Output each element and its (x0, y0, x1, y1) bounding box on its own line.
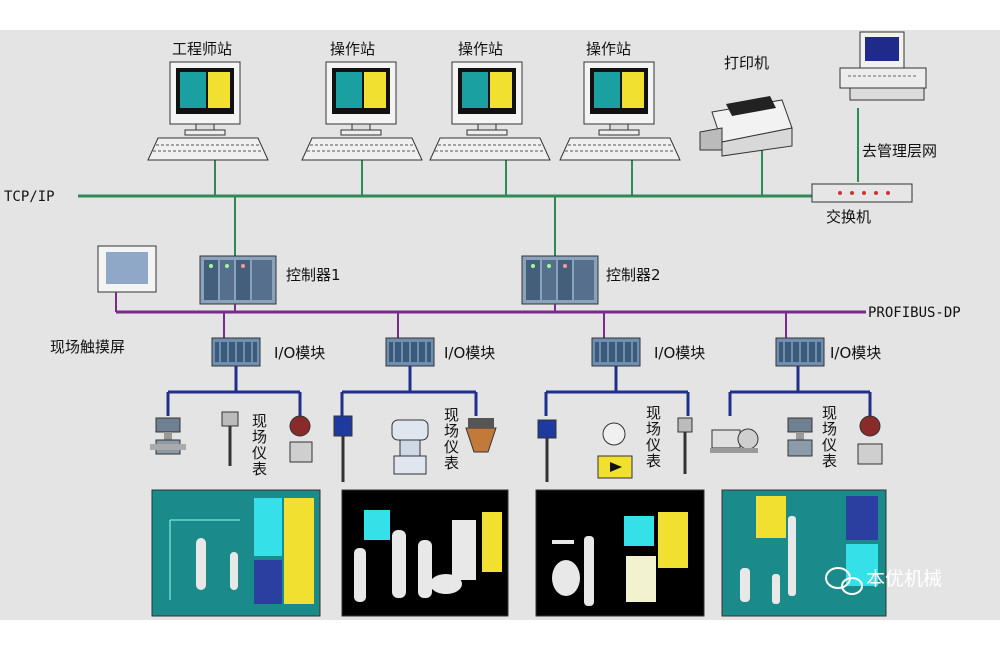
level-transmitter-icon (537, 419, 557, 482)
io-module-1: I/O模块 (211, 337, 325, 367)
operator-station-1-label: 操作站 (330, 40, 375, 58)
network-switch: 交换机 (811, 183, 913, 226)
keyboard-icon (559, 137, 681, 161)
field-instrument-label-2d: 表 (444, 454, 459, 472)
operator-station-3-label: 操作站 (586, 40, 631, 58)
plc-controller-icon (521, 255, 599, 305)
field-instrument-label-3a: 现 (646, 404, 661, 422)
io-module-icon (591, 337, 641, 367)
flowmeter-icon (597, 422, 633, 479)
keyboard-icon (429, 137, 551, 161)
field-instrument-label-1a: 现 (252, 412, 267, 430)
io-module-icon (775, 337, 825, 367)
wechat-icon (825, 567, 863, 595)
level-transmitter-icon (333, 415, 353, 482)
controller-1-label: 控制器1 (286, 266, 341, 284)
io-field-wiring (166, 366, 872, 416)
field-instrument-label-1d: 表 (252, 460, 267, 478)
controller-2: 控制器2 (521, 255, 661, 305)
field-instrument-label-3d: 表 (646, 452, 661, 470)
engineering-station: 工程师站 (147, 40, 269, 161)
workstation-icon (583, 61, 655, 136)
workstation-icon (325, 61, 397, 136)
field-instrument-label-4d: 表 (822, 452, 837, 470)
field-instruments-3: 现 场 仪 表 (537, 404, 693, 482)
field-instrument-label-4c: 仪 (822, 436, 837, 454)
flowmeter-icon (391, 419, 429, 475)
flowmeter-icon (857, 415, 883, 465)
hmi-screenshot-2 (341, 489, 509, 617)
field-instrument-label-3b: 场 (646, 420, 661, 438)
printer-label: 打印机 (724, 54, 769, 72)
field-instrument-label-2c: 仪 (444, 438, 459, 456)
controller-1: 控制器1 (199, 255, 341, 305)
hmi-screenshot-1 (151, 489, 321, 617)
field-instruments-1: 现 场 仪 表 (150, 411, 313, 478)
switch-label: 交换机 (826, 208, 871, 226)
keyboard-icon (301, 137, 423, 161)
workstation-icon (169, 61, 241, 136)
printer: 打印机 (699, 54, 793, 157)
operator-station-1: 操作站 (301, 40, 423, 161)
hmi-screenshot-4 (721, 489, 887, 617)
field-instrument-label-4a: 现 (822, 404, 837, 422)
server-icon (839, 31, 927, 101)
io-module-2-label: I/O模块 (444, 344, 495, 362)
operator-station-2: 操作站 (429, 40, 551, 161)
operator-station-2-label: 操作站 (458, 40, 503, 58)
control-valve-icon (150, 417, 186, 455)
pump-icon (710, 428, 759, 453)
io-module-3-label: I/O模块 (654, 344, 705, 362)
actuator-icon (465, 418, 497, 453)
plc-controller-icon (199, 255, 277, 305)
io-module-2: I/O模块 (385, 337, 495, 367)
touch-panel-icon (97, 245, 157, 293)
operator-station-3: 操作站 (559, 40, 681, 161)
mgmt-network-label: 去管理层网 (862, 142, 937, 160)
flowmeter-icon (289, 415, 313, 463)
engineering-station-label: 工程师站 (172, 40, 232, 58)
watermark: 本优机械 (825, 567, 942, 595)
watermark-text: 本优机械 (866, 568, 942, 590)
io-module-3: I/O模块 (591, 337, 705, 367)
field-instrument-label-1b: 场 (252, 428, 267, 446)
tcp-ip-label: TCP/IP (4, 189, 55, 205)
controller-2-label: 控制器2 (606, 266, 661, 284)
temperature-sensor-icon (677, 417, 693, 474)
io-module-1-label: I/O模块 (274, 344, 325, 362)
field-touch-screen: 现场触摸屏 (50, 245, 157, 356)
io-module-icon (211, 337, 261, 367)
io-module-icon (385, 337, 435, 367)
keyboard-icon (147, 137, 269, 161)
touch-screen-label: 现场触摸屏 (50, 338, 125, 356)
field-instrument-label-3c: 仪 (646, 436, 661, 454)
field-instrument-label-2b: 场 (444, 422, 459, 440)
field-instruments-4: 现 场 仪 表 (710, 404, 883, 470)
field-instrument-label-1c: 仪 (252, 444, 267, 462)
profibus-label: PROFIBUS-DP (868, 305, 961, 321)
network-switch-icon (811, 183, 913, 203)
hmi-screenshot-3 (535, 489, 705, 617)
workstation-icon (451, 61, 523, 136)
printer-icon (699, 96, 793, 157)
control-valve-icon (787, 417, 813, 457)
temperature-sensor-icon (221, 411, 239, 466)
field-instrument-label-2a: 现 (444, 406, 459, 424)
io-module-4-label: I/O模块 (830, 344, 881, 362)
io-module-4: I/O模块 (775, 337, 881, 367)
field-instrument-label-4b: 场 (822, 420, 837, 438)
field-instruments-2: 现 场 仪 表 (333, 406, 497, 482)
management-server: 去管理层网 (839, 31, 937, 160)
